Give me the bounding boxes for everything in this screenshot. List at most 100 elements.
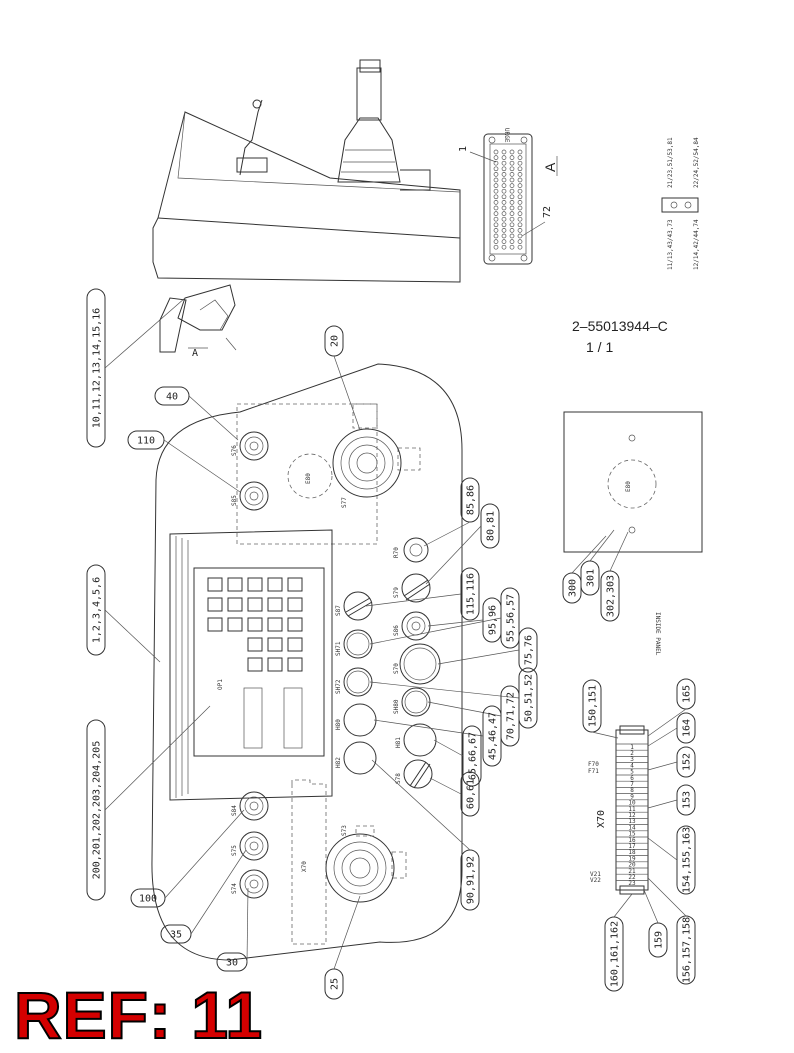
switch-s75: [239, 831, 269, 861]
pin-label-72: 72: [542, 206, 553, 218]
terminal-row-8: 8: [630, 787, 634, 794]
keyswitch-s79: [401, 573, 431, 603]
svg-text:40: 40: [166, 392, 178, 403]
button-sh72: [343, 667, 373, 697]
svg-text:20: 20: [330, 335, 341, 347]
terminal-row-6: 6: [630, 775, 634, 782]
svg-text:80,81: 80,81: [486, 511, 497, 541]
terminal-row-3: 3: [630, 756, 634, 763]
inside-label-e80: E80: [625, 481, 632, 492]
joystick-side-view: [152, 59, 461, 353]
svg-text:153: 153: [682, 791, 693, 809]
lamp-r70: [403, 537, 429, 563]
component-label-s76: S76: [231, 445, 238, 456]
component-label-x70-panel: X70: [301, 861, 308, 872]
terminal-row-5: 5: [630, 769, 634, 776]
svg-text:90,91,92: 90,91,92: [466, 856, 477, 904]
terminal-row-19: 19: [628, 855, 636, 862]
sheet-number: 1 / 1: [586, 339, 613, 355]
lamp-h82: [343, 741, 377, 775]
svg-text:70,71,72: 70,71,72: [506, 692, 517, 740]
callout-55-56-57: 55,56,57: [369, 587, 520, 649]
svg-text:301: 301: [586, 569, 597, 587]
component-label-s85: S85: [231, 495, 238, 506]
callout-1-2-3-4-5-6: 1,2,3,4,5,6: [86, 564, 161, 663]
callout-85-86: 85,86: [423, 477, 480, 547]
callout-35: 35: [160, 849, 247, 944]
svg-text:1,2,3,4,5,6: 1,2,3,4,5,6: [92, 577, 103, 643]
callout-90-91-92: 90,91,92: [371, 759, 480, 911]
fuse-label-f71: F71: [588, 768, 599, 775]
terminal-ref-1: 11/13,43/43,73: [667, 219, 674, 270]
e80-outline: [287, 453, 333, 499]
diode-label-v21: V21: [590, 871, 601, 878]
component-label-op1: OP1: [217, 679, 224, 690]
component-label-e80: E80: [305, 473, 312, 484]
component-label-s70: S70: [393, 663, 400, 674]
callout-30: 30: [216, 887, 249, 972]
joystick-s73: [325, 825, 407, 903]
svg-text:75,76: 75,76: [524, 635, 535, 665]
callout-20: 20: [324, 325, 361, 431]
terminal-ref-3: 12/14,42/44,74: [693, 219, 700, 270]
callout-153: 153: [647, 784, 696, 816]
terminal-row-18: 18: [628, 849, 636, 856]
callout-115-116: 115,116: [365, 567, 480, 621]
terminal-row-21: 21: [628, 868, 636, 875]
view-marker-a: A: [192, 348, 198, 359]
svg-text:35: 35: [170, 930, 182, 941]
callout-160-161-162: 160,161,162: [604, 893, 633, 992]
inside-panel-label: INSIDE PANEL: [654, 612, 661, 656]
callout-200-201-202-203-204-205: 200,201,202,203,204,205: [86, 705, 211, 901]
callout-302-303: 302,303: [600, 531, 629, 622]
component-label-h80: H80: [335, 719, 342, 730]
joystick-s77: [332, 428, 402, 498]
callout-25: 25: [324, 895, 361, 1000]
switch-s74: [239, 869, 269, 899]
svg-text:30: 30: [226, 958, 238, 969]
component-label-r70: R70: [393, 547, 400, 558]
svg-text:160,161,162: 160,161,162: [610, 921, 621, 987]
switch-s84: [239, 791, 269, 821]
terminal-row-20: 20: [628, 862, 636, 869]
svg-text:95,96: 95,96: [488, 605, 499, 635]
svg-text:65,66,67: 65,66,67: [468, 732, 479, 780]
svg-text:110: 110: [137, 436, 155, 447]
lamp-h80: [343, 703, 377, 737]
callout-75-76: 75,76: [437, 627, 538, 673]
callout-110: 110: [127, 430, 241, 493]
svg-text:165: 165: [682, 685, 693, 703]
svg-text:154,155,163: 154,155,163: [682, 827, 693, 893]
component-label-s84: S84: [231, 805, 238, 816]
small-terminal-block: [661, 197, 699, 213]
terminal-row-12: 12: [628, 812, 636, 819]
terminal-row-17: 17: [628, 843, 636, 850]
terminal-row-10: 10: [628, 800, 636, 807]
terminal-row-14: 14: [628, 824, 636, 831]
terminal-row-7: 7: [630, 781, 634, 788]
callout-150-151: 150,151: [582, 679, 619, 739]
component-label-s73: S73: [341, 825, 348, 836]
inside-panel-box: [563, 411, 703, 553]
lamp-h81: [403, 723, 437, 757]
svg-text:152: 152: [682, 753, 693, 771]
svg-text:25: 25: [330, 978, 341, 990]
terminal-row-9: 9: [630, 793, 634, 800]
component-label-h81: H81: [395, 737, 402, 748]
svg-text:85,86: 85,86: [466, 485, 477, 515]
callout-165: 165: [647, 678, 696, 737]
svg-text:150,151: 150,151: [588, 685, 599, 727]
terminal-ref-2: 21/23,51/53,81: [667, 137, 674, 188]
pin-label-1: 1: [458, 146, 469, 152]
component-label-h82: H82: [335, 757, 342, 768]
terminal-row-16: 16: [628, 837, 636, 844]
diode-label-v22: V22: [590, 877, 601, 884]
callout-301: 301: [580, 529, 615, 596]
fuse-label-f70: F70: [588, 761, 599, 768]
svg-text:50,51,52: 50,51,52: [524, 674, 535, 722]
keyswitch-s87: [343, 591, 373, 621]
component-label-sh71: SH71: [335, 641, 342, 656]
